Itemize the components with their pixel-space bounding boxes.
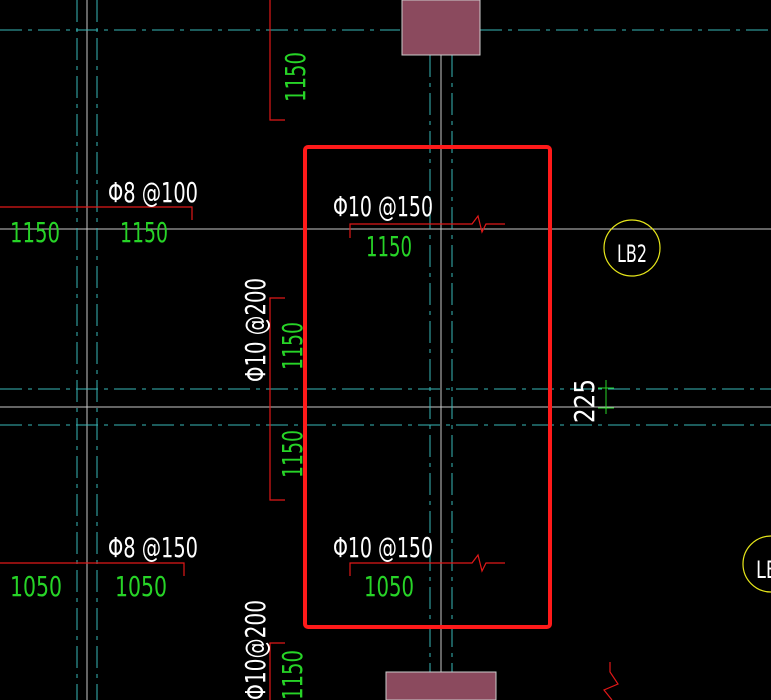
column-top [401,0,481,56]
dim-row2-left: 1050 [10,570,62,603]
dim-vert-upper: 1150 [276,322,309,370]
rebar-label-vertical-upper: Φ10 @200 [239,278,272,382]
slab-tag-lb-label: LB [756,556,771,584]
dim-row1-mid: 1150 [120,216,168,249]
rebar-label-vertical-lower: Φ10@200 [239,600,272,700]
dim-row1-center: 1150 [366,230,412,263]
column-bottom [385,671,497,700]
rebar-label-bottom-left: Φ8 @150 [108,531,198,564]
dim-vert-lower: 1150 [276,430,309,478]
slab-tag-lb-circle[interactable] [742,535,771,593]
rebar-label-top-center: Φ10 @150 [333,190,433,223]
dim-row1-left: 1150 [10,216,60,249]
dim-row2-center: 1050 [364,570,414,603]
dim-row2-mid: 1050 [115,570,167,603]
rebar-label-bottom-center: Φ10 @150 [333,531,433,564]
rebar-label-top-left: Φ8 @100 [108,176,198,209]
dimension-ticks [598,380,614,414]
dim-top-vertical: 1150 [279,52,312,102]
slab-tag-lb2-label: LB2 [617,240,647,268]
dim-bottom-vertical: 1150 [276,650,309,700]
dim-beam-width: 225 [568,379,601,423]
slab-tag-lb2-circle[interactable] [603,219,661,277]
selection-highlight-box[interactable] [303,145,552,629]
rebar-lines [0,0,619,700]
